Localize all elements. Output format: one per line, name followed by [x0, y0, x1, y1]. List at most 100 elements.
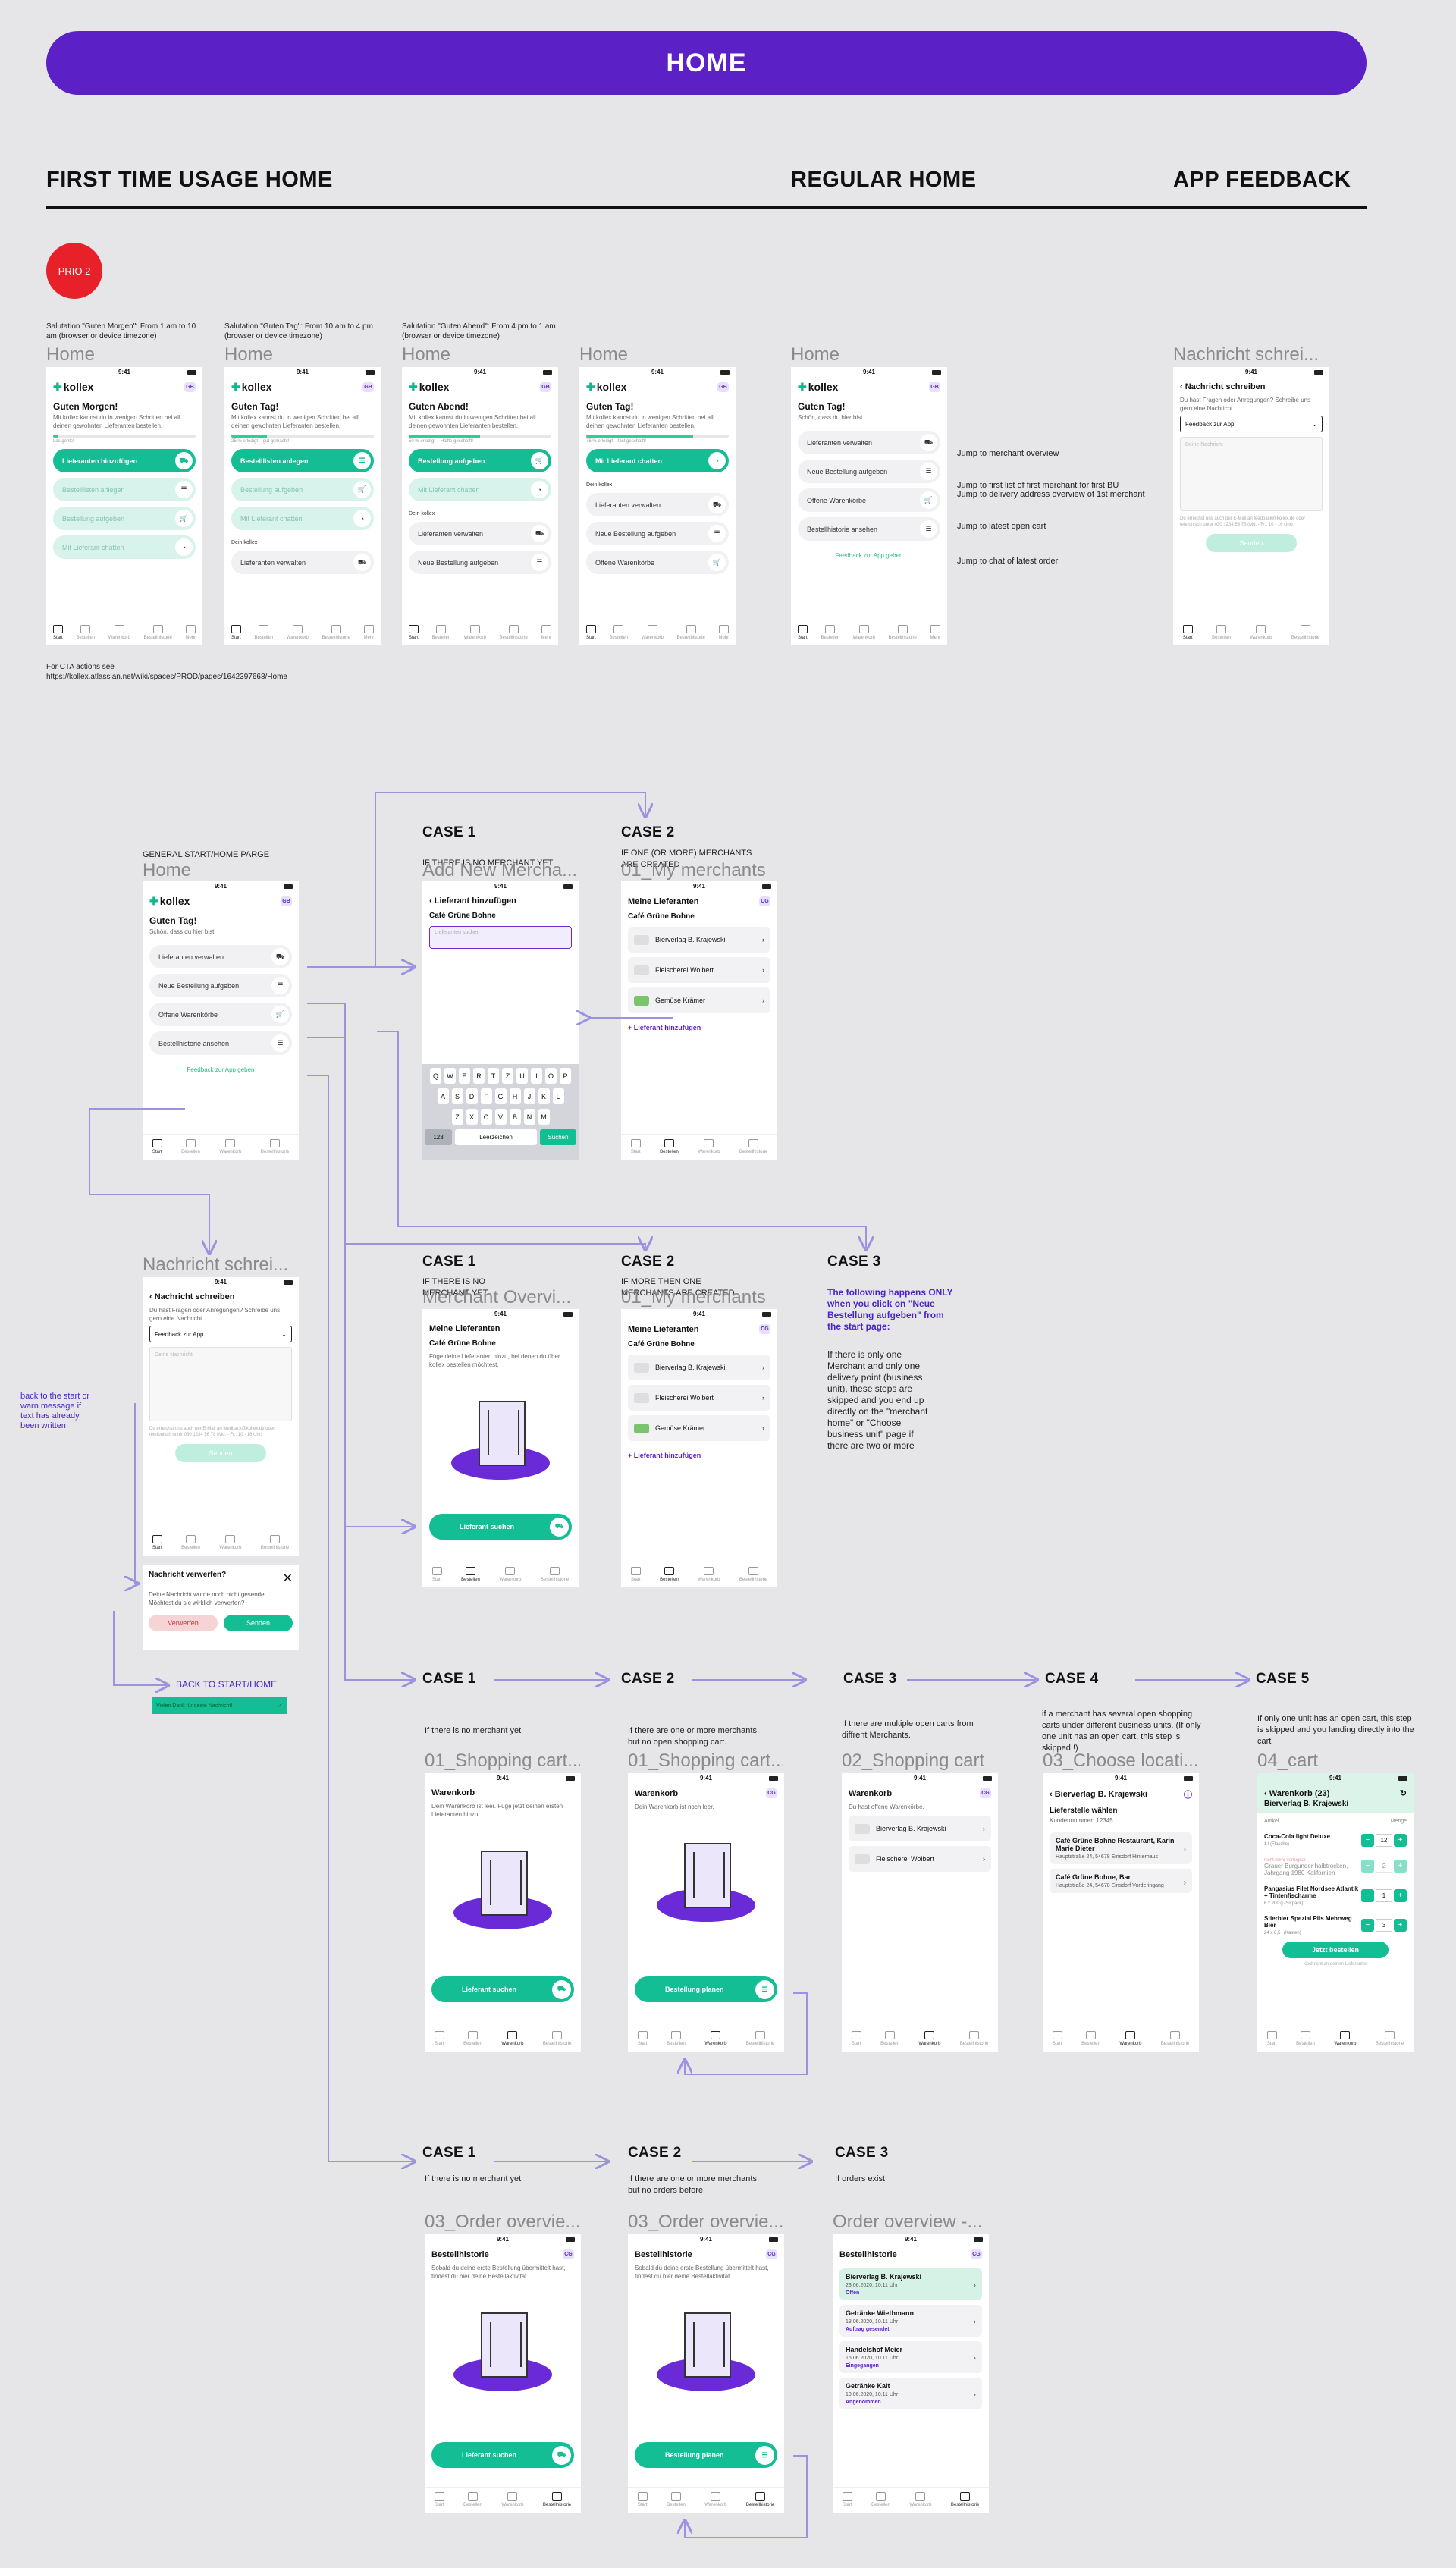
- avatar[interactable]: CG: [766, 1788, 777, 1798]
- key[interactable]: P: [560, 1068, 571, 1084]
- open-carts-button[interactable]: Offene Warenkörbe🛒: [798, 488, 940, 512]
- place-order-button[interactable]: Bestellung aufgeben🛒: [53, 507, 196, 530]
- info-icon[interactable]: ⓘ: [1184, 1791, 1192, 1800]
- key[interactable]: Q: [430, 1068, 441, 1084]
- avatar[interactable]: GB: [184, 382, 196, 392]
- back-icon[interactable]: ‹: [429, 896, 435, 906]
- order-history-button[interactable]: Bestellhistorie ansehen☰: [798, 517, 940, 541]
- merchant-row[interactable]: Gemüse Krämer›: [628, 987, 770, 1013]
- key[interactable]: K: [538, 1088, 550, 1104]
- close-icon[interactable]: ✕: [282, 1572, 293, 1585]
- avatar[interactable]: CG: [766, 2249, 777, 2259]
- avatar[interactable]: GB: [540, 382, 551, 392]
- avatar[interactable]: GB: [362, 382, 374, 392]
- key[interactable]: G: [494, 1088, 507, 1104]
- key[interactable]: B: [509, 1109, 521, 1125]
- feedback-link[interactable]: Feedback zur App geben: [835, 552, 903, 559]
- open-carts-button[interactable]: Offene Warenkörbe🛒: [149, 1003, 292, 1026]
- back-icon[interactable]: ‹: [1180, 382, 1185, 391]
- plan-order-button[interactable]: Bestellung planen☰: [635, 2442, 777, 2468]
- chat-button[interactable]: Mit Lieferant chatten◔: [409, 478, 551, 501]
- discard-button[interactable]: Verwerfen: [149, 1615, 218, 1631]
- merchant-row[interactable]: Gemüse Krämer›: [628, 1415, 770, 1441]
- cart-merchant-row[interactable]: Fleischerei Wolbert›: [849, 1846, 991, 1872]
- manage-suppliers-button[interactable]: Lieferanten verwalten⛟: [231, 551, 374, 574]
- back-icon[interactable]: ‹: [1264, 1788, 1269, 1798]
- key-search[interactable]: Suchen: [540, 1129, 576, 1145]
- key[interactable]: J: [523, 1088, 535, 1104]
- key[interactable]: I: [531, 1068, 542, 1084]
- send-button[interactable]: Senden: [224, 1615, 293, 1631]
- key[interactable]: Z: [451, 1109, 463, 1125]
- key[interactable]: Z: [502, 1068, 513, 1084]
- plan-order-button[interactable]: Bestellung planen☰: [635, 1976, 777, 2002]
- quantity-stepper[interactable]: −3+: [1361, 1919, 1407, 1932]
- key[interactable]: L: [552, 1088, 564, 1104]
- add-supplier-link[interactable]: + Lieferant hinzufügen: [628, 1024, 701, 1031]
- search-supplier-button[interactable]: Lieferant suchen⛟: [431, 2442, 574, 2468]
- key[interactable]: R: [473, 1068, 485, 1084]
- key[interactable]: S: [451, 1088, 463, 1104]
- merchant-row[interactable]: Fleischerei Wolbert›: [628, 957, 770, 983]
- send-button[interactable]: Senden: [1206, 534, 1297, 552]
- location-row[interactable]: Café Grüne Bohne Restaurant, Karin Marie…: [1050, 1832, 1192, 1864]
- new-order-button[interactable]: Neue Bestellung aufgeben☰: [409, 551, 551, 574]
- quantity-stepper[interactable]: −2+: [1361, 1860, 1407, 1873]
- new-order-button[interactable]: Neue Bestellung aufgeben☰: [798, 460, 940, 483]
- key[interactable]: A: [437, 1088, 449, 1104]
- avatar[interactable]: CG: [759, 1324, 770, 1334]
- new-order-button[interactable]: Neue Bestellung aufgeben☰: [586, 522, 729, 545]
- key-num[interactable]: 123: [425, 1129, 452, 1145]
- topic-select[interactable]: Feedback zur App⌄: [1180, 416, 1323, 432]
- key[interactable]: V: [494, 1109, 507, 1125]
- topic-select[interactable]: Feedback zur App⌄: [149, 1326, 292, 1342]
- key[interactable]: O: [545, 1068, 557, 1084]
- merchant-row[interactable]: Bierverlag B. Krajewski›: [628, 1355, 770, 1380]
- avatar[interactable]: GB: [717, 382, 729, 392]
- avatar[interactable]: GB: [281, 896, 292, 906]
- search-supplier-button[interactable]: Lieferant suchen⛟: [431, 1976, 574, 2002]
- key[interactable]: F: [480, 1088, 492, 1104]
- refresh-icon[interactable]: ↻: [1399, 1789, 1407, 1798]
- add-supplier-link[interactable]: + Lieferant hinzufügen: [628, 1452, 701, 1459]
- order-history-button[interactable]: Bestellhistorie ansehen☰: [149, 1031, 292, 1055]
- message-textarea[interactable]: Deine Nachricht: [1180, 437, 1323, 511]
- send-button[interactable]: Senden: [175, 1444, 266, 1462]
- create-list-button[interactable]: Bestelllisten anlegen☰: [53, 478, 196, 501]
- avatar[interactable]: GB: [929, 382, 940, 392]
- merchant-row[interactable]: Bierverlag B. Krajewski›: [628, 927, 770, 953]
- back-icon[interactable]: ‹: [149, 1292, 155, 1301]
- key[interactable]: D: [466, 1088, 478, 1104]
- key[interactable]: M: [538, 1109, 550, 1125]
- cart-merchant-row[interactable]: Bierverlag B. Krajewski›: [849, 1816, 991, 1841]
- chat-button[interactable]: Mit Lieferant chatten◔: [231, 507, 374, 530]
- merchant-row[interactable]: Fleischerei Wolbert›: [628, 1385, 770, 1411]
- place-order-button[interactable]: Bestellung aufgeben🛒: [231, 478, 374, 501]
- create-list-button[interactable]: Bestelllisten anlegen☰: [231, 449, 374, 472]
- feedback-link[interactable]: Feedback zur App geben: [187, 1066, 255, 1073]
- quantity-stepper[interactable]: −1+: [1361, 1889, 1407, 1902]
- avatar[interactable]: CG: [980, 1788, 991, 1798]
- new-order-button[interactable]: Neue Bestellung aufgeben☰: [149, 974, 292, 997]
- key[interactable]: X: [466, 1109, 478, 1125]
